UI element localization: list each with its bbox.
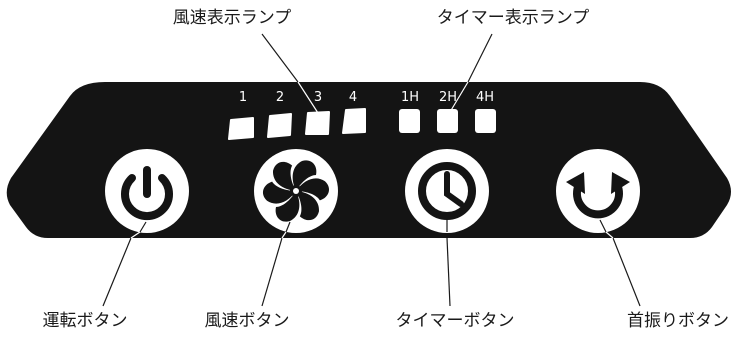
speed-indicator-label: 2 <box>276 90 284 105</box>
power-icon <box>121 166 173 221</box>
timer-button-callout: タイマーボタン <box>396 311 515 331</box>
timer-button[interactable] <box>405 149 489 233</box>
timer-indicator-label: 1H <box>401 90 419 105</box>
timer-lamp-callout: タイマー表示ランプ <box>437 8 590 28</box>
speed-lamp-3 <box>305 111 330 135</box>
speed-indicator-label: 3 <box>314 90 322 105</box>
oscillation-button-callout: 首振りボタン <box>627 311 729 331</box>
speed-lamp-2 <box>267 113 292 138</box>
timer-indicator-label: 2H <box>439 90 457 105</box>
speed-indicator-label: 1 <box>239 90 247 105</box>
power-button[interactable] <box>105 149 189 233</box>
speed-lamp-1 <box>228 117 254 140</box>
speed-lamp-4 <box>342 108 366 134</box>
fan-icon <box>262 160 330 222</box>
speed-indicator-label: 4 <box>349 90 357 105</box>
oscillation-arrows-icon <box>566 172 630 219</box>
timer-lamp-1h <box>399 109 420 133</box>
timer-lamp-2h <box>437 109 458 133</box>
leader-lines <box>102 33 641 307</box>
timer-lamp-4h <box>475 109 496 133</box>
power-button-callout: 運転ボタン <box>43 311 128 331</box>
fan-speed-button-callout: 風速ボタン <box>205 311 290 331</box>
leader-lines-on-panel <box>130 81 614 239</box>
oscillation-button[interactable] <box>556 149 640 233</box>
leader-lines-into-buttons <box>139 219 607 233</box>
clock-icon <box>418 162 476 220</box>
fan-speed-lamp-callout: 風速表示ランプ <box>173 8 292 28</box>
fan-speed-button[interactable] <box>254 149 338 233</box>
timer-indicator-label: 4H <box>476 90 494 105</box>
